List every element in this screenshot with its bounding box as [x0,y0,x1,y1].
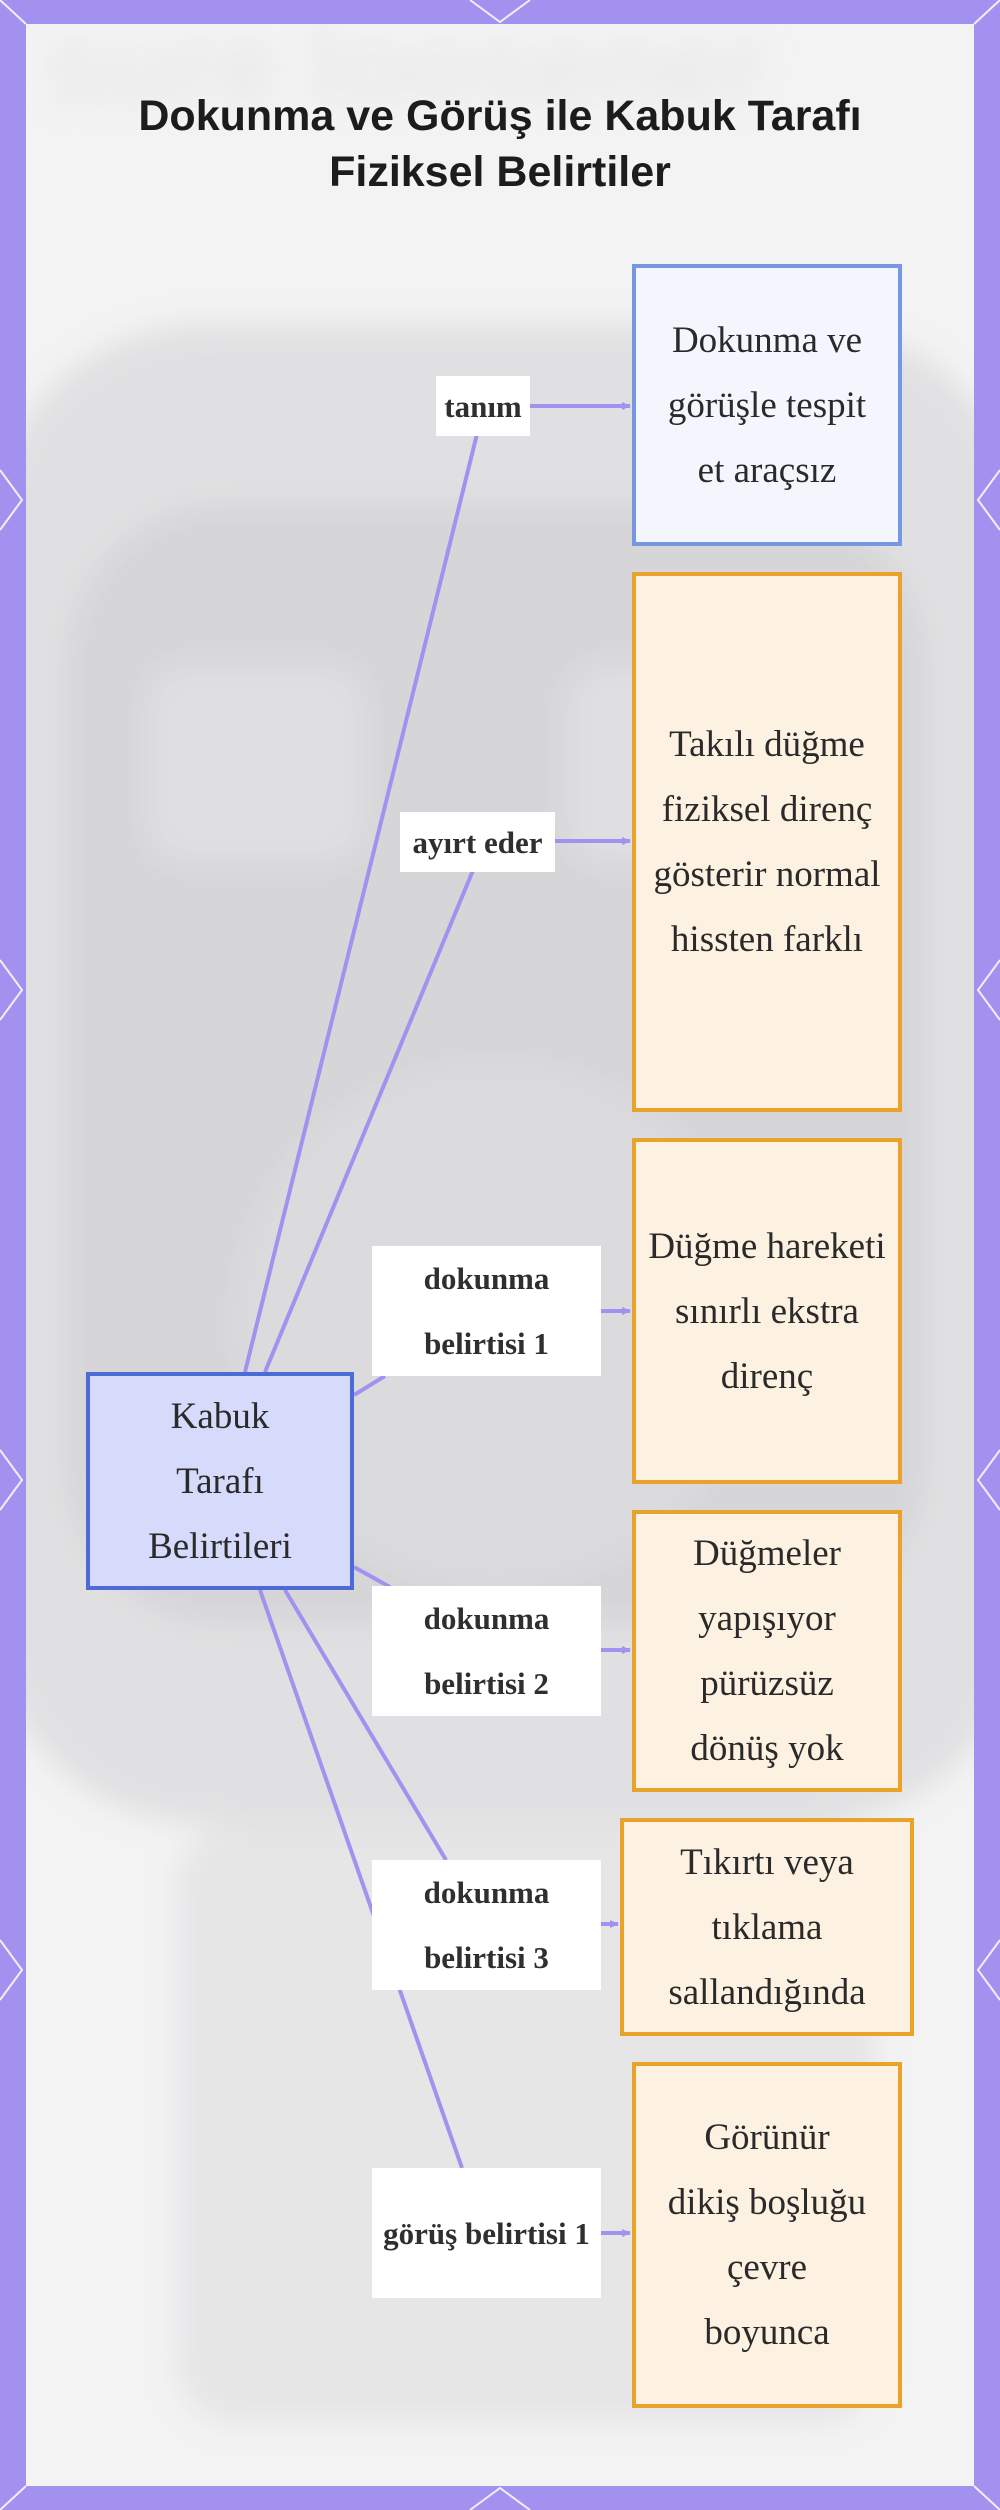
edge-label-ayirt-eder: ayırt eder [400,812,555,872]
edge-ayirt-eder [263,867,476,1373]
touch-symptom-2-label: Düğmeler yapışıyor pürüzsüz dönüş yok [690,1533,844,1769]
edge-label-dokunma-2: dokunma belirtisi 2 [372,1586,601,1716]
touch-symptom-1-node: Düğme hareketi sınırlı ekstra direnç [632,1138,902,1484]
sight-symptom-1-label: Görünür dikiş boşluğu çevre boyunca [667,2117,867,2353]
edge-dokunma-1 [352,1374,387,1397]
title-line-2: Fiziksel Belirtiler [329,148,671,196]
definition-node-label: Dokunma ve görüşle tespit et araçsız [667,319,867,491]
title-line-1: Dokunma ve Görüş ile Kabuk Tarafı [138,92,862,140]
definition-node: Dokunma ve görüşle tespit et araçsız [632,264,902,546]
root-node-label: Kabuk Tarafı Belirtileri [148,1395,292,1567]
edge-label-dokunma-3: dokunma belirtisi 3 [372,1860,601,1990]
touch-symptom-2-node: Düğmeler yapışıyor pürüzsüz dönüş yok [632,1510,902,1792]
edge-dokunma-3 [283,1588,448,1862]
edge-label-dokunma-1: dokunma belirtisi 1 [372,1246,601,1376]
distinguish-node-label: Takılı düğme fiziksel direnç gösterir no… [653,724,881,960]
touch-symptom-3-label: Tıkırtı veya tıklama sallandığında [668,1841,866,2013]
sight-symptom-1-node: Görünür dikiş boşluğu çevre boyunca [632,2062,902,2408]
root-node: Kabuk Tarafı Belirtileri [86,1372,354,1590]
distinguish-node: Takılı düğme fiziksel direnç gösterir no… [632,572,902,1112]
svg-text:sure loosener: sure loosener [46,24,767,128]
touch-symptom-3-node: Tıkırtı veya tıklama sallandığında [620,1818,914,2036]
edge-dokunma-2 [353,1565,391,1589]
edge-label-tanim: tanım [436,376,530,436]
touch-symptom-1-label: Düğme hareketi sınırlı ekstra direnç [648,1225,886,1397]
edge-gorus-1 [258,1589,464,2169]
edge-tanim [243,429,480,1373]
diagram-title: Dokunma ve Görüş ile Kabuk Tarafı Fiziks… [26,88,974,200]
edge-label-gorus-1: görüş belirtisi 1 [372,2168,601,2298]
